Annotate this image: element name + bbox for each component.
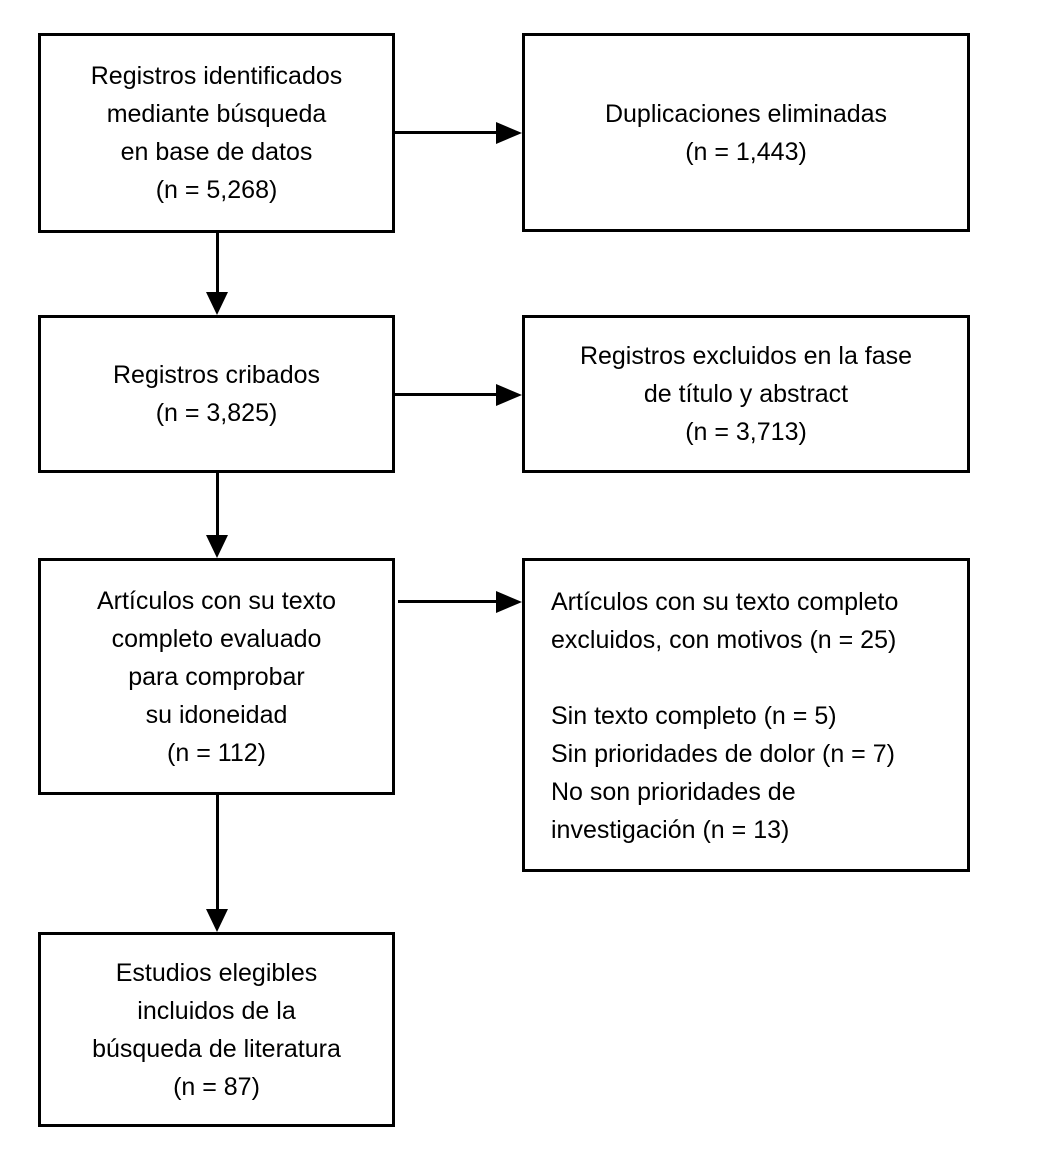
box-text-count: (n = 87) <box>173 1072 260 1101</box>
box-text-line: completo evaluado <box>111 624 322 653</box>
box-text-reason: Sin prioridades de dolor (n = 7) <box>551 740 895 768</box>
box-records-screened: Registros cribados (n = 3,825) <box>38 315 395 473</box>
arrowhead-down-icon <box>206 292 228 315</box>
box-studies-included: Estudios elegibles incluidos de la búsqu… <box>38 932 395 1127</box>
box-text-reason: Sin texto completo (n = 5) <box>551 702 837 730</box>
box-text-line: su idoneidad <box>145 700 288 729</box>
arrow-shaft <box>216 795 219 911</box>
box-text-reason: investigación (n = 13) <box>551 816 790 844</box>
arrowhead-right-icon <box>496 591 522 613</box>
box-text-line: Registros excluidos en la fase <box>579 342 913 370</box>
arrow-shaft <box>216 473 219 537</box>
arrowhead-down-icon <box>206 535 228 558</box>
arrow-shaft <box>398 600 497 603</box>
box-text-count: (n = 3,713) <box>685 418 807 446</box>
box-text-line: búsqueda de literatura <box>92 1034 341 1063</box>
arrow-shaft <box>216 233 219 294</box>
box-text-count: (n = 5,268) <box>155 176 278 204</box>
box-text-line: Registros identificados <box>90 62 343 90</box>
box-text-line: para comprobar <box>128 662 305 691</box>
box-text-reason: No son prioridades de <box>551 778 796 806</box>
box-records-identified: Registros identificados mediante búsqued… <box>38 33 395 233</box>
arrowhead-right-icon <box>496 384 522 406</box>
box-text-line: Artículos con su texto completo <box>551 588 899 616</box>
box-text-line: incluidos de la <box>137 996 296 1025</box>
box-text-count: (n = 112) <box>167 738 266 767</box>
box-text-count: (n = 3,825) <box>155 399 278 427</box>
arrow-shaft <box>395 393 497 396</box>
box-text-line: Registros cribados <box>112 361 321 389</box>
arrow-shaft <box>395 131 497 134</box>
box-text-line: en base de datos <box>120 138 313 166</box>
arrowhead-down-icon <box>206 909 228 932</box>
box-text-line: Estudios elegibles <box>115 958 318 987</box>
box-text-line: excluidos, con motivos (n = 25) <box>551 626 897 654</box>
box-text-line: Artículos con su texto <box>96 586 336 615</box>
box-fulltext-excluded-reasons: Artículos con su texto completo excluido… <box>522 558 970 872</box>
box-fulltext-assessed: Artículos con su texto completo evaluado… <box>38 558 395 795</box>
box-duplicates-removed: Duplicaciones eliminadas (n = 1,443) <box>522 33 970 232</box>
box-text-line: Duplicaciones eliminadas <box>604 99 888 128</box>
box-text-count: (n = 1,443) <box>685 137 807 166</box>
box-records-excluded-title-abstract: Registros excluidos en la fase de título… <box>522 315 970 473</box>
box-text-line: mediante búsqueda <box>106 100 327 128</box>
box-text-line: de título y abstract <box>643 380 849 408</box>
arrowhead-right-icon <box>496 122 522 144</box>
